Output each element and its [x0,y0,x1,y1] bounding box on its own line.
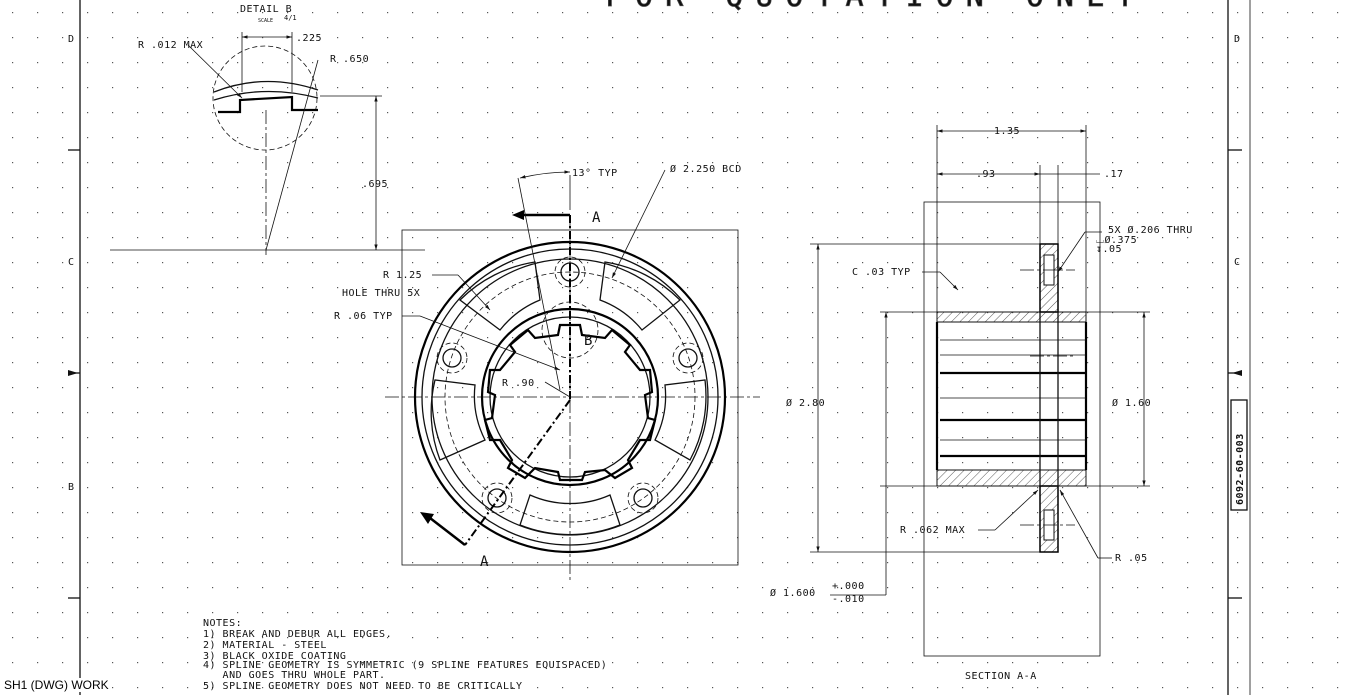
note-line-4: 4) SPLINE GEOMETRY IS SYMMETRIC (9 SPLIN… [203,660,607,671]
hole-callout-line1: 5X Ø.206 THRU [1108,224,1193,236]
r90-dimension: R .90 [502,378,535,389]
zone-label-c-left: C [68,257,75,268]
section-marker-a-top: A [592,210,601,226]
detail-r650-dimension: R .650 [330,54,369,65]
r05-dimension: R .05 [1115,553,1148,564]
tolerance-base: Ø 1.600 [770,587,816,599]
chamfer-03-typ: C .03 TYP [852,267,911,278]
notes-heading: NOTES: [203,618,242,629]
section-a-a-title: SECTION A-A [965,671,1037,682]
note-line-2: 2) MATERIAL - STEEL [203,640,327,651]
bcd-2250-dimension: Ø 2.250 BCD [670,163,742,175]
dia-280-dimension: Ø 2.80 [786,397,825,409]
tolerance-plus: +.000 [832,581,865,592]
detail-b-view [110,32,425,255]
tolerance-minus: -.010 [832,594,865,605]
dia-160-dimension: Ø 1.60 [1112,397,1151,409]
r06-typ-dimension: R .06 TYP [334,311,393,322]
detail-scale-label: SCALE [258,18,273,24]
section-93-dimension: .93 [976,169,996,180]
note-line-1: 1) BREAK AND DEBUR ALL EDGES. [203,629,392,640]
hole-callout-line2: ⌴Ø.375 [1096,234,1137,246]
sheet-border [68,0,1251,695]
detail-scale-value: 4/1 [284,14,297,22]
hole-callout-line3: ↧.05 [1096,244,1122,255]
front-view [385,169,760,580]
detail-695-dimension: .695 [362,179,388,190]
angle-13-typ: 13° TYP [572,168,618,179]
r062-max-dimension: R .062 MAX [900,525,965,536]
detail-b-title: DETAIL B [240,4,292,15]
section-135-dimension: 1.35 [994,126,1020,137]
note-line-3: 3) BLACK OXIDE COATING [203,651,346,662]
section-marker-a-bottom: A [480,554,489,570]
quotation-watermark: FOR QUOTATION ONLY [605,0,1146,14]
zone-label-b-left: B [68,482,75,493]
detail-b-marker: B [584,333,592,349]
sheet-status-label: SH1 (DWG) WORK [4,678,109,692]
part-number-box [1230,399,1248,511]
zone-label-d-right: D [1234,34,1241,45]
r125-dimension: R 1.25 [383,270,422,281]
part-number: 6092-60-003 [1235,433,1246,505]
zone-label-c-right: C [1234,257,1241,268]
section-a-a-view [810,125,1150,657]
section-17-dimension: .17 [1104,169,1124,180]
zone-label-d-left: D [68,34,75,45]
detail-r012-dimension: R .012 MAX [138,40,203,51]
detail-225-dimension: .225 [296,33,322,44]
note-line-5: AND GOES THRU WHOLE PART. [203,670,386,681]
hole-thru-note: HOLE THRU 5X [342,288,420,299]
note-line-6: 5) SPLINE GEOMETRY DOES NOT NEED TO BE C… [203,681,523,692]
